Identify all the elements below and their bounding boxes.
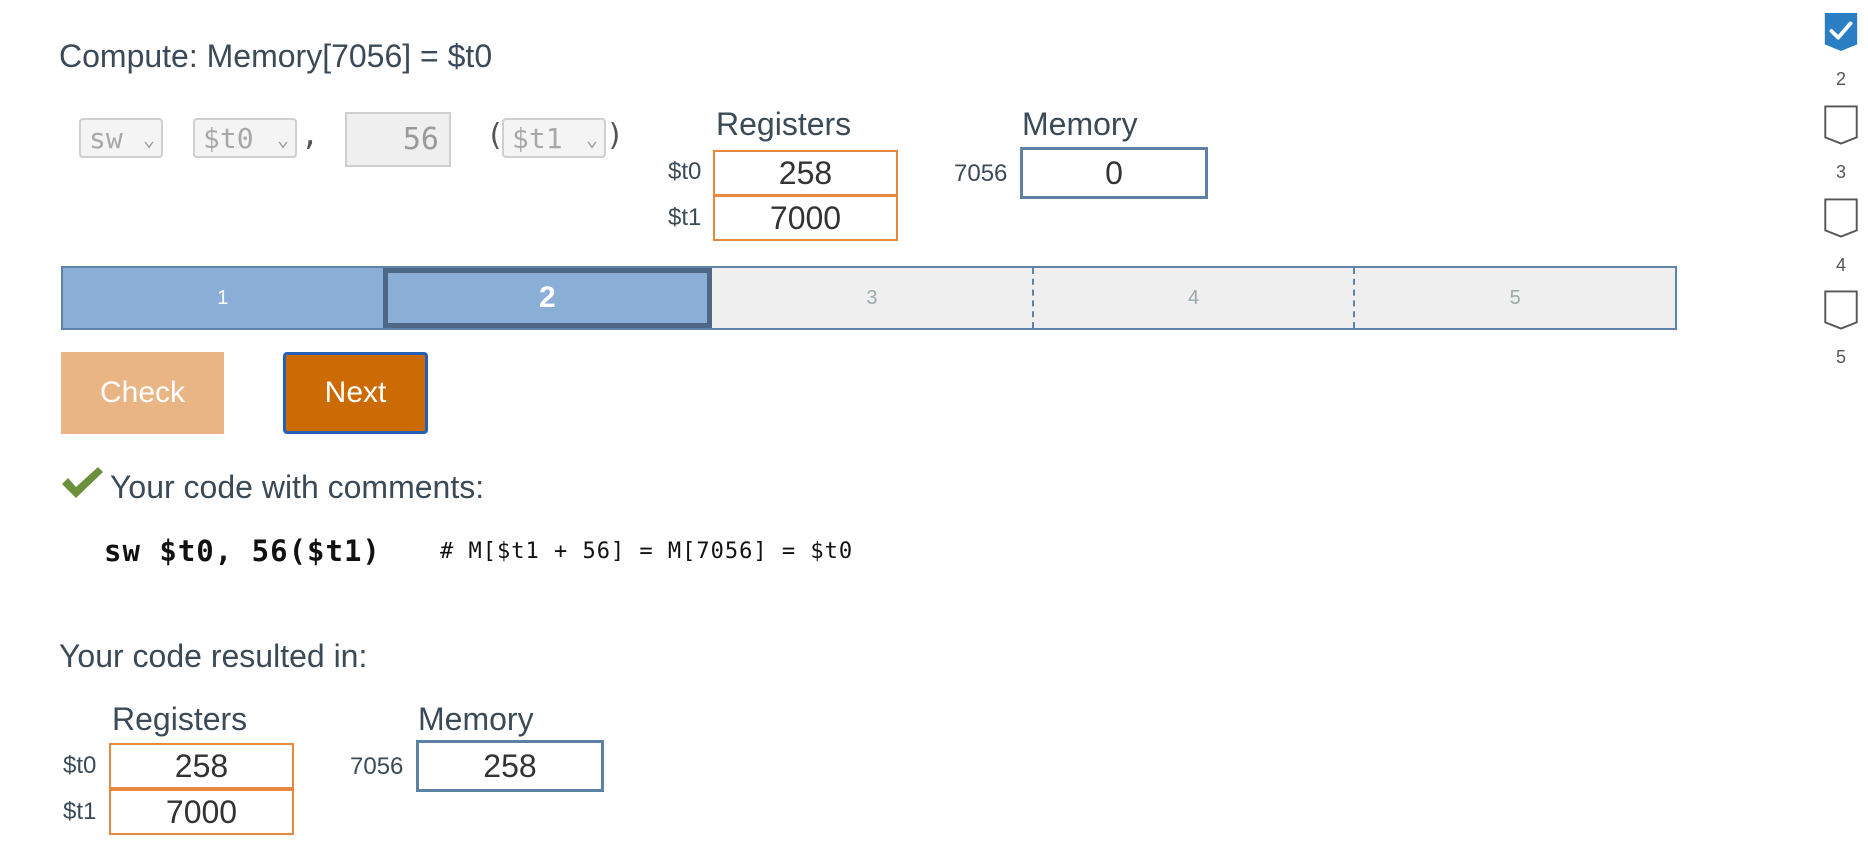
check-icon (1824, 12, 1858, 52)
rs-select[interactable]: $t1 ⌄ (502, 118, 606, 158)
register-value: 258 (713, 150, 898, 196)
opcode-value: sw (89, 122, 123, 155)
rt-select[interactable]: $t0 ⌄ (193, 118, 297, 158)
empty-level-icon (1824, 198, 1858, 238)
registers-title: Registers (716, 106, 852, 142)
empty-level-icon (1824, 290, 1858, 330)
level-label: 3 (1835, 162, 1846, 182)
progress-segment-3: 3 (866, 287, 878, 309)
memory-title: Memory (1022, 106, 1138, 142)
progress-segment-5: 5 (1353, 268, 1675, 328)
rs-value: $t1 (512, 122, 563, 155)
immediate-input[interactable]: 56 (345, 112, 451, 167)
check-button[interactable]: Check (61, 352, 224, 434)
code-comments-title: Your code with comments: (110, 469, 485, 505)
result-memory-title: Memory (418, 701, 534, 737)
level-label: 4 (1835, 255, 1846, 275)
prompt-text: Compute: Memory[7056] = $t0 (59, 38, 493, 74)
level-indicator-2[interactable]: 2 (1823, 12, 1859, 90)
next-button[interactable]: Next (283, 352, 428, 434)
result-register-value: 258 (109, 743, 294, 789)
level-label: 2 (1835, 69, 1846, 89)
result-register-value: 7000 (109, 789, 294, 835)
register-value: 7000 (713, 195, 898, 241)
result-title: Your code resulted in: (59, 638, 368, 674)
register-name: $t1 (668, 204, 702, 231)
register-name: $t0 (668, 158, 702, 185)
code-line: sw $t0, 56($t1) (104, 534, 381, 568)
empty-level-icon (1824, 105, 1858, 145)
level-indicator-5[interactable]: 5 (1823, 290, 1859, 368)
level-indicator-3[interactable]: 3 (1823, 105, 1859, 183)
memory-value: 0 (1020, 147, 1208, 199)
level-indicator-4[interactable]: 4 (1823, 198, 1859, 276)
result-register-name: $t0 (63, 752, 97, 779)
level-progress-bar: 1 2 3 4 5 (61, 266, 1677, 330)
opcode-select[interactable]: sw ⌄ (79, 118, 163, 158)
paren-close-text: ) (606, 118, 625, 153)
code-comment: # M[$t1 + 56] = M[7056] = $t0 (440, 539, 854, 564)
result-memory-address: 7056 (350, 753, 404, 780)
progress-segment-1: 1 (63, 268, 383, 328)
progress-segment-4: 4 (1031, 268, 1354, 328)
rt-value: $t0 (203, 122, 254, 155)
result-memory-value: 258 (416, 740, 604, 792)
memory-address: 7056 (954, 160, 1008, 187)
checkmark-icon (62, 467, 103, 498)
progress-segment-2: 2 (382, 268, 713, 328)
paren-open-text: ( (486, 118, 505, 153)
result-register-name: $t1 (63, 798, 97, 825)
chevron-down-icon: ⌄ (276, 127, 289, 151)
comma-text: , (301, 118, 320, 153)
chevron-down-icon: ⌄ (142, 127, 155, 151)
level-label: 5 (1835, 347, 1846, 367)
chevron-down-icon: ⌄ (585, 127, 598, 151)
result-registers-title: Registers (112, 701, 248, 737)
